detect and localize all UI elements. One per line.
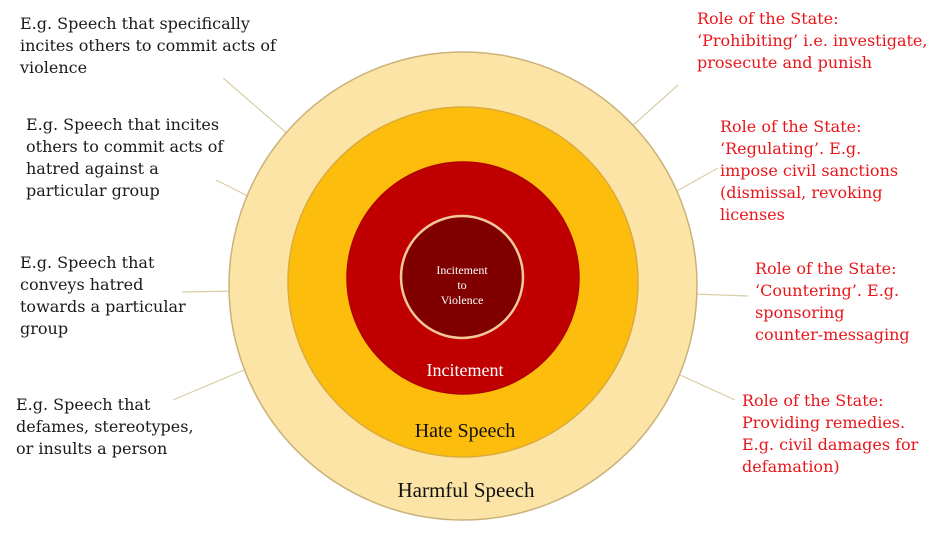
incitement-label: Incitement <box>427 360 504 380</box>
right-note-prohibiting: Role of the State: ‘Prohibiting’ i.e. in… <box>697 9 928 72</box>
left-note-incitement: E.g. Speech that incites others to commi… <box>26 115 224 200</box>
violence-label-line1: Incitement <box>436 263 488 277</box>
violence-label-line2: to <box>457 278 466 292</box>
right-note-remedies: Role of the State: Providing remedies. E… <box>742 391 919 476</box>
right-note-regulating: Role of the State: ‘Regulating’. E.g. im… <box>720 117 899 224</box>
connector-line-right-4 <box>679 374 736 401</box>
left-note-hate-speech: E.g. Speech that conveys hatred towards … <box>20 253 186 338</box>
connector-line-left-4 <box>172 369 245 401</box>
right-note-countering: Role of the State: ‘Countering’. E.g. sp… <box>755 259 910 344</box>
left-note-violence: E.g. Speech that specifically incites ot… <box>20 14 276 77</box>
harmful-speech-label: Harmful Speech <box>397 478 535 502</box>
left-note-harmful-speech: E.g. Speech that defames, stereotypes, o… <box>16 395 194 458</box>
hate-speech-label: Hate Speech <box>415 420 516 442</box>
incitement-to-violence-core <box>399 214 525 340</box>
violence-label-line3: Violence <box>441 293 484 307</box>
